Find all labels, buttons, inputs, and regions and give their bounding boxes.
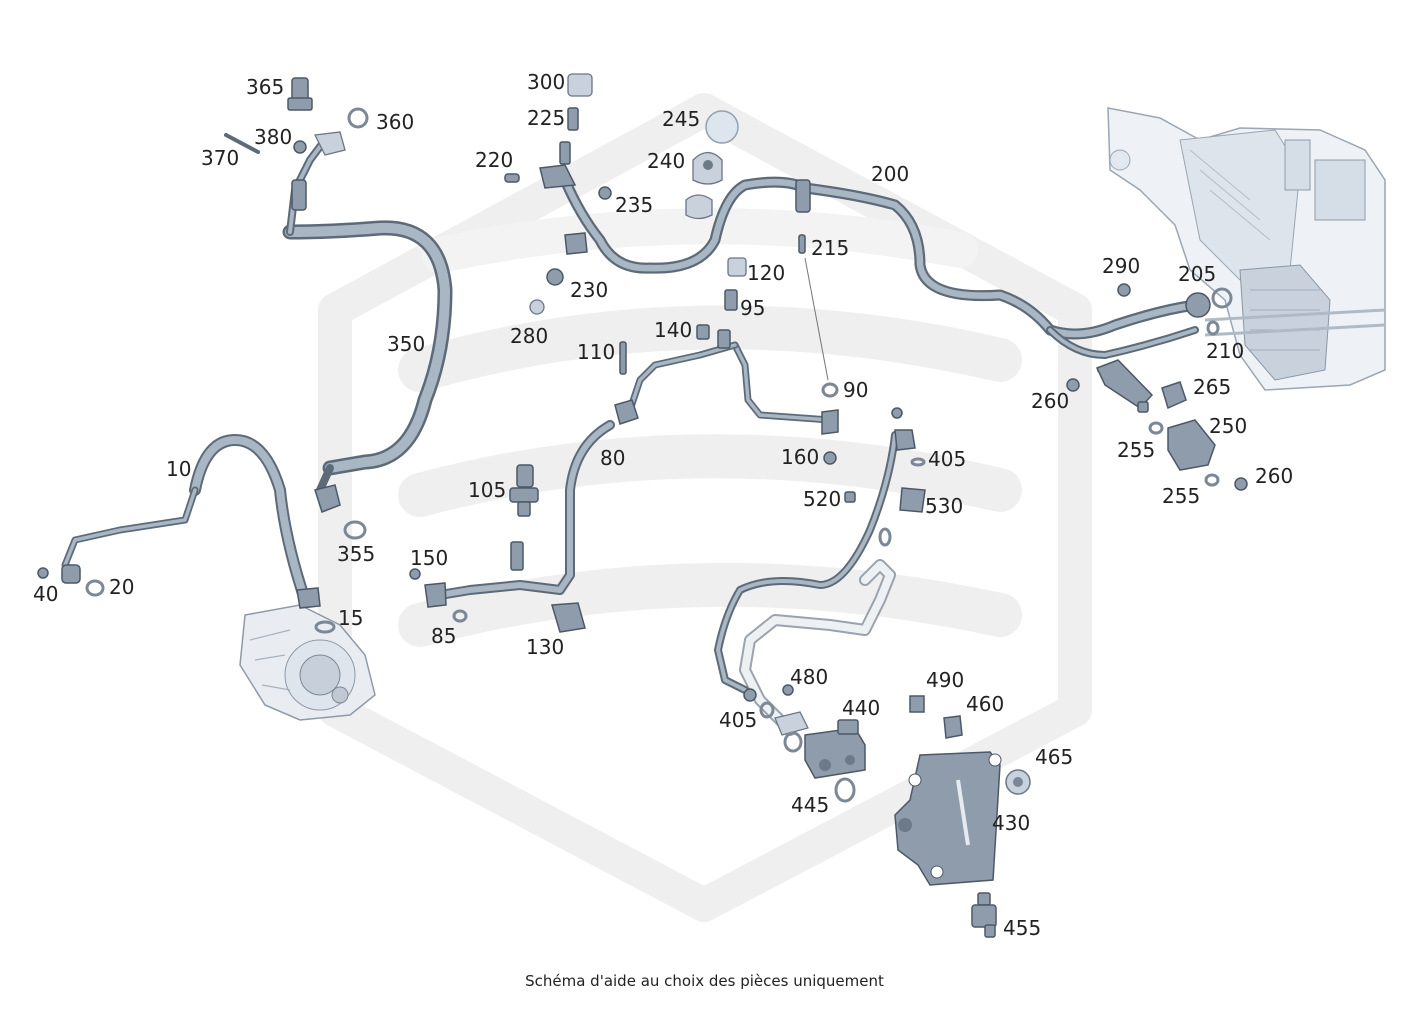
callout-430: 430 <box>992 811 1030 835</box>
callout-370: 370 <box>201 146 239 170</box>
callout-480: 480 <box>790 665 828 689</box>
callout-105: 105 <box>468 478 506 502</box>
callout-225: 225 <box>527 106 565 130</box>
callout-490: 490 <box>926 668 964 692</box>
callout-355: 355 <box>337 542 375 566</box>
callout-10: 10 <box>166 457 191 481</box>
callout-260b: 260 <box>1255 464 1293 488</box>
callout-350: 350 <box>387 332 425 356</box>
callout-220: 220 <box>475 148 513 172</box>
callout-265: 265 <box>1193 375 1231 399</box>
callout-405b: 405 <box>719 708 757 732</box>
callout-380: 380 <box>254 125 292 149</box>
callout-90: 90 <box>843 378 868 402</box>
callout-110: 110 <box>577 340 615 364</box>
callout-230: 230 <box>570 278 608 302</box>
watermark-logo <box>318 93 1092 922</box>
hvac-housing <box>1107 107 1386 391</box>
callout-360: 360 <box>376 110 414 134</box>
callout-280: 280 <box>510 324 548 348</box>
callout-150: 150 <box>410 546 448 570</box>
callout-405: 405 <box>928 447 966 471</box>
callout-260: 260 <box>1031 389 1069 413</box>
callout-120: 120 <box>747 261 785 285</box>
callout-205: 205 <box>1178 262 1216 286</box>
callout-455: 455 <box>1003 916 1041 940</box>
callout-215: 215 <box>811 236 849 260</box>
callout-95: 95 <box>740 296 765 320</box>
callout-15: 15 <box>338 606 363 630</box>
callout-365: 365 <box>246 75 284 99</box>
parts <box>37 73 1248 938</box>
callout-440: 440 <box>842 696 880 720</box>
callout-255: 255 <box>1117 438 1155 462</box>
callout-80: 80 <box>600 446 625 470</box>
callouts: 10 15 20 40 80 85 90 95 105 110 120 130 … <box>33 70 1293 940</box>
callout-445: 445 <box>791 793 829 817</box>
diagram-caption: Schéma d'aide au choix des pièces unique… <box>525 972 884 990</box>
callout-130: 130 <box>526 635 564 659</box>
callout-255b: 255 <box>1162 484 1200 508</box>
pipes <box>61 136 1201 694</box>
callout-240: 240 <box>647 149 685 173</box>
callout-20: 20 <box>109 575 134 599</box>
callout-465: 465 <box>1035 745 1073 769</box>
callout-140: 140 <box>654 318 692 342</box>
callout-250: 250 <box>1209 414 1247 438</box>
callout-210: 210 <box>1206 339 1244 363</box>
callout-245: 245 <box>662 107 700 131</box>
callout-520: 520 <box>803 487 841 511</box>
callout-530: 530 <box>925 494 963 518</box>
callout-235: 235 <box>615 193 653 217</box>
callout-290: 290 <box>1102 254 1140 278</box>
compressor <box>239 604 376 721</box>
callout-300: 300 <box>527 70 565 94</box>
callout-200: 200 <box>871 162 909 186</box>
callout-160: 160 <box>781 445 819 469</box>
callout-40: 40 <box>33 582 58 606</box>
callout-85: 85 <box>431 624 456 648</box>
ghost-pipe <box>739 559 896 736</box>
leader-215 <box>804 257 829 381</box>
callout-460: 460 <box>966 692 1004 716</box>
